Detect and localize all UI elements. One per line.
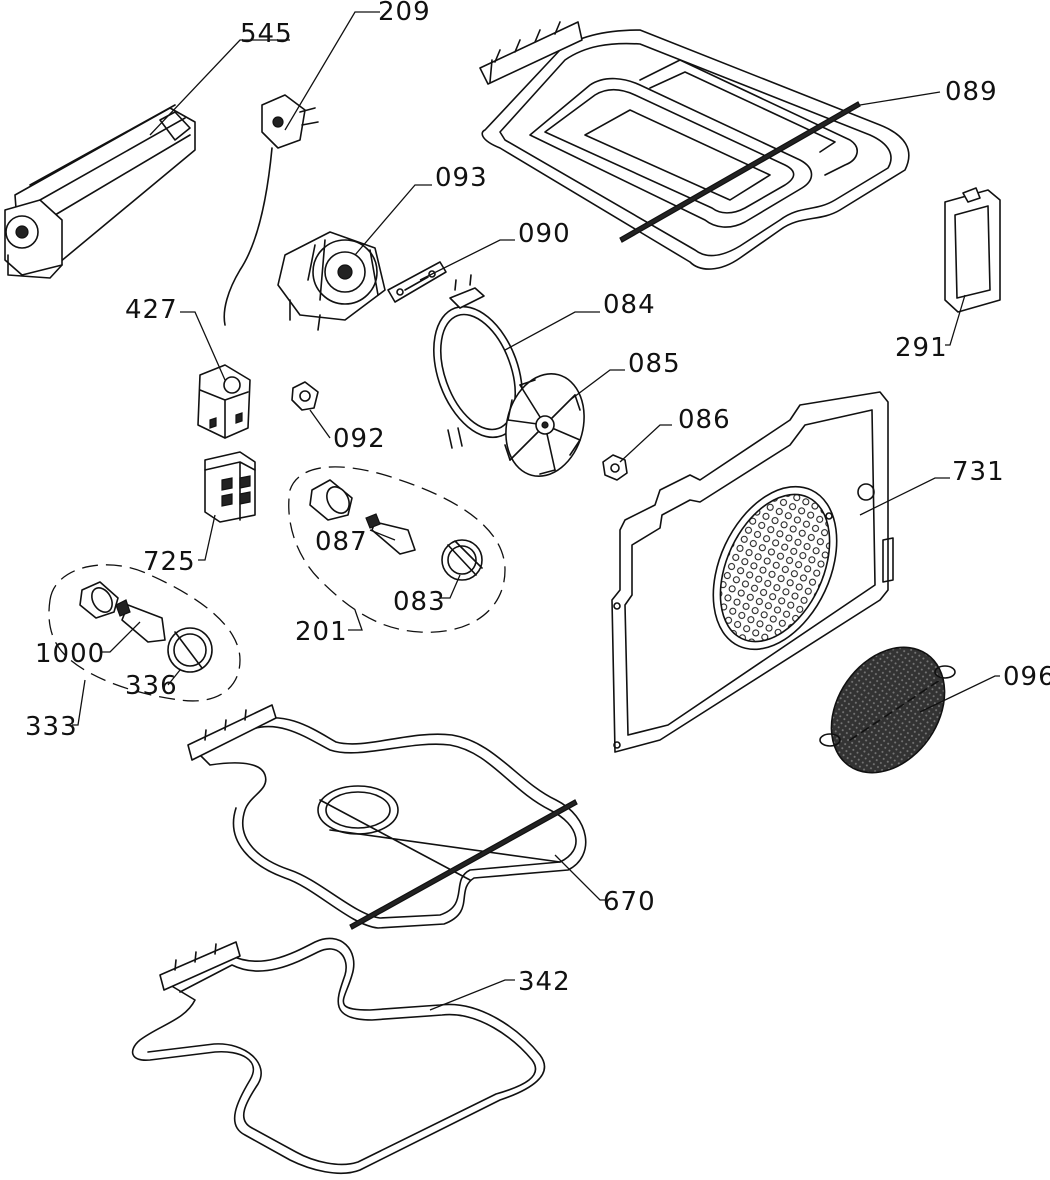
circular-heating-element-part <box>432 274 524 449</box>
fan-blade-part <box>504 373 585 477</box>
lamp-holder-part <box>291 381 319 411</box>
terminal-block-part <box>204 451 256 523</box>
label-087: 087 <box>315 527 368 557</box>
label-201: 201 <box>295 617 348 647</box>
label-096: 096 <box>1003 662 1050 692</box>
base-heating-element-part <box>131 937 546 1174</box>
label-1000: 1000 <box>35 639 105 669</box>
grease-filter-part <box>819 646 956 774</box>
power-plug-part <box>223 94 319 326</box>
knob-set-group-333 <box>48 564 241 702</box>
label-086: 086 <box>678 405 731 435</box>
label-427: 427 <box>125 295 178 325</box>
lower-heating-element-part <box>187 704 587 930</box>
convection-fan-motor-part <box>277 231 386 331</box>
cooling-fan-motor-part <box>4 104 196 279</box>
part-labels: 545 209 089 093 090 427 084 085 291 092 … <box>25 0 1050 997</box>
label-291: 291 <box>895 333 948 363</box>
label-090: 090 <box>518 219 571 249</box>
label-336: 336 <box>125 671 178 701</box>
label-084: 084 <box>603 290 656 320</box>
label-731: 731 <box>952 457 1005 487</box>
leader-lines <box>72 11 1000 1011</box>
rear-panel-part <box>611 391 894 753</box>
label-083: 083 <box>393 587 446 617</box>
label-725: 725 <box>143 547 196 577</box>
label-093: 093 <box>435 163 488 193</box>
label-085: 085 <box>628 349 681 379</box>
lamp-cover-part <box>944 187 1001 313</box>
label-670: 670 <box>603 887 656 917</box>
label-092: 092 <box>333 424 386 454</box>
grill-heating-element-part <box>479 21 910 270</box>
label-342: 342 <box>518 967 571 997</box>
label-209: 209 <box>378 0 431 27</box>
knob-set-group-201 <box>288 466 506 633</box>
gasket-plate-part <box>387 261 447 303</box>
selector-switch-part <box>197 364 251 439</box>
label-089: 089 <box>945 77 998 107</box>
label-545: 545 <box>240 19 293 49</box>
label-333: 333 <box>25 712 78 742</box>
